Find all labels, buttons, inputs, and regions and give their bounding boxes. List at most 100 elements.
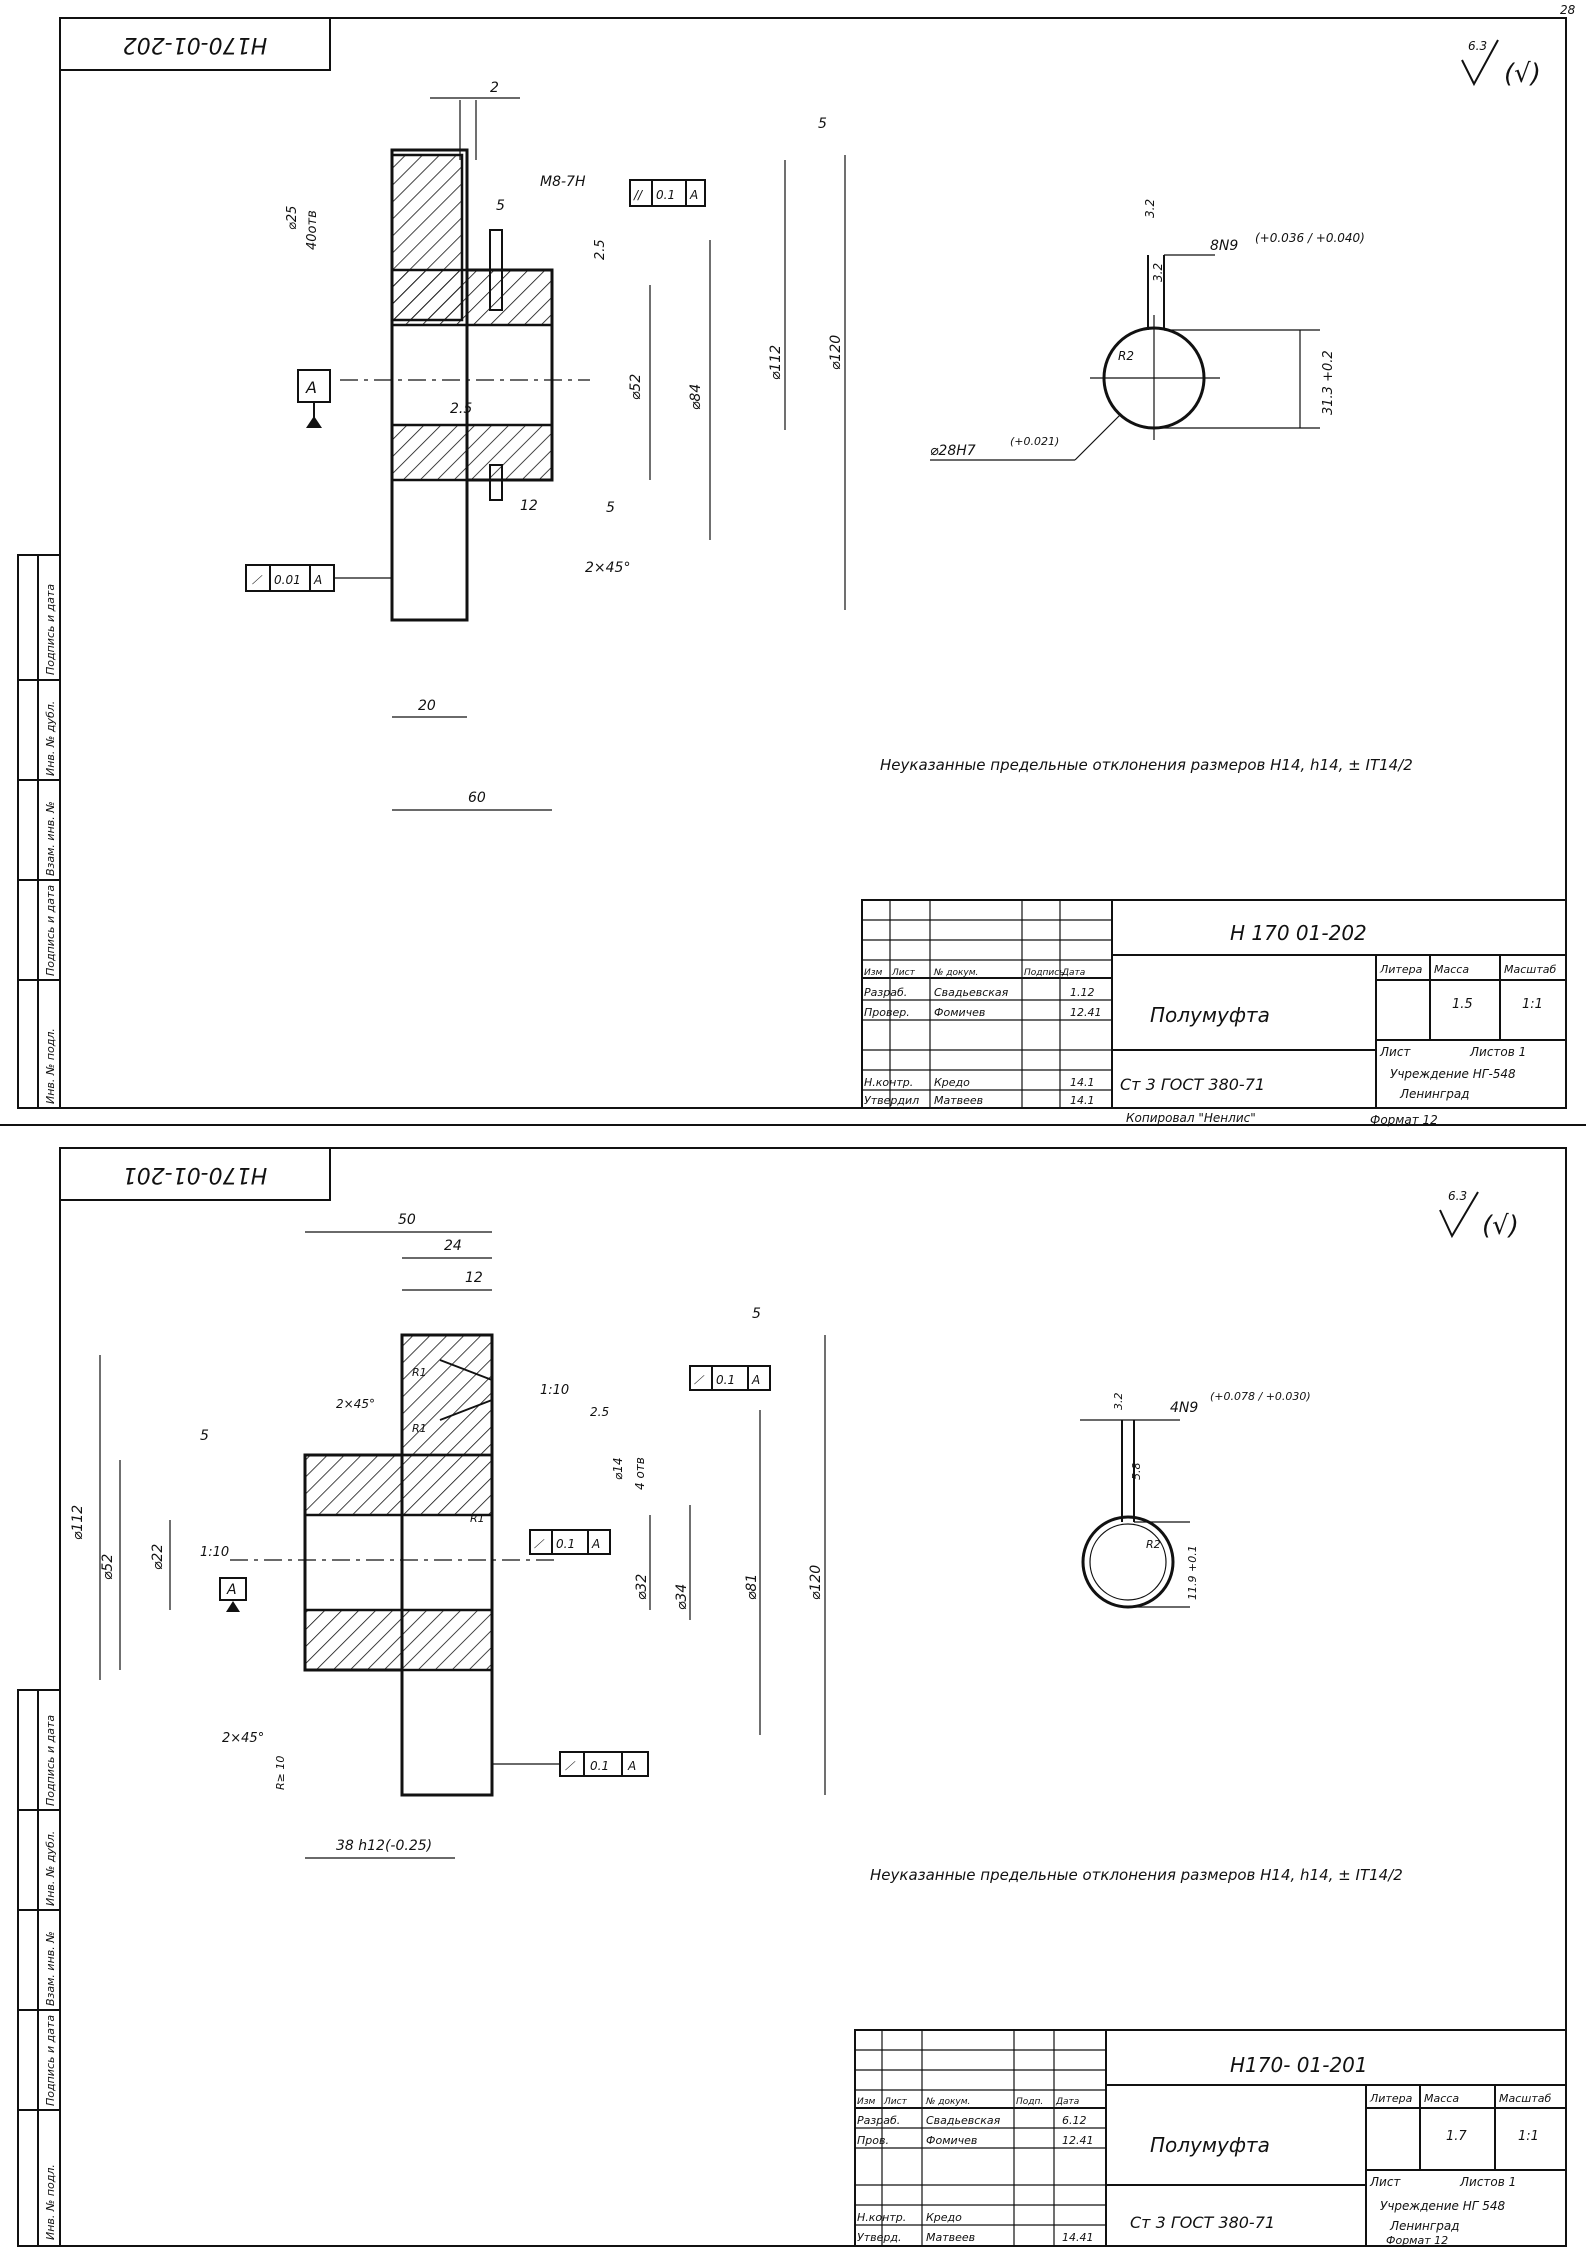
s2-roughness-value: 6.3 (1448, 1189, 1467, 1203)
sheet-1: Н170-01-202 Подпись и дата Инв. № дубл. … (17, 17, 1567, 1127)
s2-tb-head-scale: Масштаб (1499, 2092, 1551, 2105)
svg-text:0.01: 0.01 (274, 573, 301, 587)
svg-text:12.41: 12.41 (1062, 2134, 1094, 2147)
s2-note: Неуказанные предельные отклонения размер… (870, 1866, 1403, 1884)
s2-keyway-section (1080, 1419, 1190, 1609)
s1-tb-head-lit: Литера (1379, 963, 1423, 976)
svg-text:A: A (627, 1759, 636, 1773)
s1-datum-a: A (297, 369, 331, 428)
s1-tb-sheet: Лист (1379, 1045, 1411, 1059)
svg-text:Матвеев: Матвеев (926, 2231, 975, 2244)
s2-tolerance-frame-3: ⟋ 0.1 A (492, 1751, 649, 1777)
s2-tb-head-lit: Литера (1369, 2092, 1413, 2105)
s1-dim-25: 2.5 (593, 239, 608, 260)
s1-dim-holes: 40отв (305, 210, 320, 250)
s1-roughness-extra: (√) (1504, 59, 1541, 89)
s1-dim-d25: ⌀25 (285, 206, 300, 230)
s2-dim-4holes: 4 отв (633, 1457, 647, 1490)
svg-text:14.1: 14.1 (1070, 1076, 1095, 1089)
s1-tb-scale: 1:1 (1522, 997, 1543, 1012)
s2-title-block (854, 2029, 1567, 2247)
s1-tb-head-mass: Масса (1434, 963, 1469, 976)
s2-dim-r1b: R1 (412, 1422, 427, 1435)
s1-dim-20: 20 (418, 698, 436, 714)
s1-tb-head-scale: Масштаб (1504, 963, 1556, 976)
s1-dim-thread: M8-7H (540, 174, 586, 190)
s1-dim-d112: ⌀112 (768, 345, 784, 380)
s2-dim-d52: ⌀52 (100, 1554, 116, 1580)
svg-text:Лист: Лист (883, 2097, 908, 2107)
svg-text:Дата: Дата (1055, 2097, 1079, 2107)
svg-text:A: A (305, 378, 317, 397)
svg-text:14.41: 14.41 (1062, 2231, 1094, 2244)
s1-tolerance-frame-1: // 0.1 A (629, 179, 706, 207)
svg-text:Н.контр.: Н.контр. (864, 1076, 913, 1089)
s2-tb-mass: 1.7 (1446, 2129, 1467, 2144)
s1-keyway-section (1090, 254, 1320, 440)
svg-text:A: A (751, 1373, 760, 1387)
svg-text:⟋: ⟋ (693, 1373, 705, 1387)
svg-text:Утверд.: Утверд. (857, 2231, 901, 2244)
s1-tb-org2: Ленинград (1399, 1087, 1469, 1101)
svg-text:⟋: ⟋ (251, 573, 263, 587)
sheet2-code-rotated: Н170-01-201 (123, 1162, 267, 1187)
svg-text://: // (633, 188, 644, 202)
s1-key-width-tol: (+0.036 / +0.040) (1255, 231, 1365, 245)
s2-tb-scale: 1:1 (1518, 2129, 1539, 2144)
s1-side-5: Инв. № подл. (44, 1028, 57, 1104)
sheet1-code-box (59, 17, 331, 71)
s2-key-height: 11.9 +0.1 (1186, 1545, 1199, 1600)
s1-part-section (340, 100, 590, 622)
s1-dim-d52: ⌀52 (628, 374, 644, 400)
s1-side-4: Подпись и дата (44, 885, 57, 976)
s2-dim-d81: ⌀81 (744, 1574, 760, 1600)
sheet1-code-rotated: Н170-01-202 (123, 32, 267, 57)
s2-tb-sheets: Листов 1 (1459, 2175, 1516, 2189)
s2-tolerance-frame-1: ⟋ 0.1 A (689, 1365, 771, 1391)
svg-text:0.1: 0.1 (716, 1373, 735, 1387)
s1-dim-23: 2.5 (450, 401, 472, 417)
svg-text:A: A (226, 1582, 237, 1598)
svg-text:Лист: Лист (891, 968, 916, 978)
s2-side-4: Подпись и дата (44, 2015, 57, 2106)
s2-tb-org1: Учреждение НГ 548 (1380, 2199, 1506, 2213)
s1-rough-5: 5 (818, 116, 827, 132)
s1-tb-copied: Копировал "Ненлис" (1126, 1111, 1256, 1125)
svg-text:0.1: 0.1 (590, 1759, 609, 1773)
svg-text:Н.контр.: Н.контр. (857, 2211, 906, 2224)
s1-key-bore: ⌀28H7 (930, 443, 976, 459)
s1-dim-2: 2 (490, 80, 499, 96)
svg-text:6.12: 6.12 (1062, 2114, 1087, 2127)
svg-text:Фомичев: Фомичев (926, 2134, 977, 2147)
s1-rough-5b: 5 (606, 500, 615, 516)
s1-dim-5: 5 (496, 198, 505, 214)
s2-key-width: 4N9 (1170, 1400, 1198, 1416)
s2-tb-sheet: Лист (1369, 2175, 1401, 2189)
svg-text:14.1: 14.1 (1070, 1094, 1095, 1107)
s2-tb-head-mass: Масса (1424, 2092, 1459, 2105)
s2-dim-d120: ⌀120 (808, 1565, 824, 1600)
s1-roughness-value: 6.3 (1468, 39, 1487, 53)
svg-text:Матвеев: Матвеев (934, 1094, 983, 1107)
s2-dim-taper2: 1:10 (200, 1545, 229, 1560)
svg-text:Дата: Дата (1061, 968, 1085, 978)
s2-part-section (230, 1333, 560, 1797)
sheet2-code-box (59, 1147, 331, 1201)
s2-dim-chamfer1: 2×45° (336, 1397, 375, 1411)
sheet-2: Н170-01-201 Подпись и дата Инв. № дубл. … (17, 1147, 1567, 2247)
s2-dim-d14: ⌀14 (611, 1458, 625, 1481)
svg-text:A: A (689, 188, 698, 202)
s2-dim-radius: R≥ 10 (274, 1756, 287, 1790)
s1-tb-org1: Учреждение НГ-548 (1390, 1067, 1516, 1081)
s2-dim-r1a: R1 (412, 1366, 427, 1379)
s2-tb-material: Ст 3 ГОСТ 380-71 (1130, 2213, 1275, 2232)
svg-text:Провер.: Провер. (864, 1006, 910, 1019)
svg-text:Изм: Изм (857, 2097, 876, 2107)
s1-tb-code: Н 170 01-202 (1230, 921, 1367, 945)
s2-tb-org2: Ленинград (1389, 2219, 1459, 2233)
s2-side-2: Инв. № дубл. (44, 1831, 57, 1906)
svg-text:A: A (591, 1537, 600, 1551)
s1-dim-60: 60 (468, 790, 486, 806)
s2-dim-chamfer2: 2×45° (222, 1731, 264, 1746)
